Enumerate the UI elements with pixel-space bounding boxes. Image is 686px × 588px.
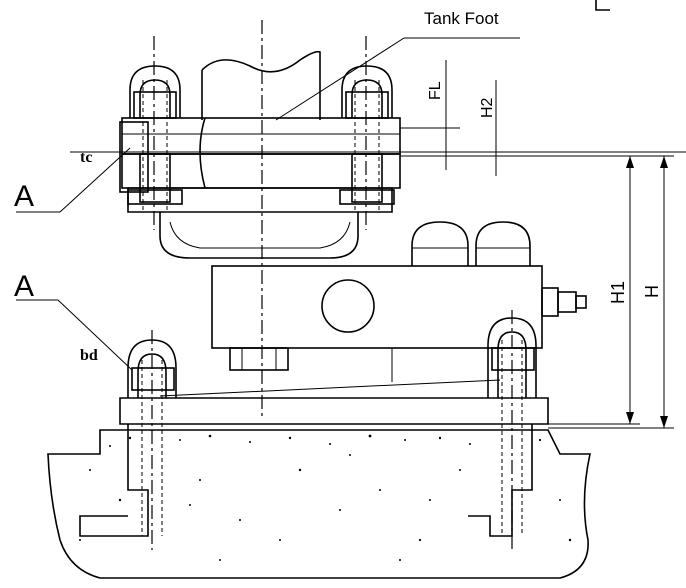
leader-lines <box>16 37 520 371</box>
tank-foot-label: Tank Foot <box>424 9 499 28</box>
lower-left-anchor <box>79 330 177 550</box>
concrete-foundation <box>47 429 591 579</box>
tc-label: tc <box>80 149 92 166</box>
dimension-lines <box>400 60 674 429</box>
section-a-bottom-label: A <box>14 270 34 303</box>
corner-mark <box>595 0 610 11</box>
bd-label: bd <box>80 347 98 364</box>
upper-left-bolt <box>119 36 183 230</box>
h2-label: H2 <box>479 97 496 118</box>
load-cell <box>211 221 587 382</box>
h1-label: H1 <box>608 281 628 304</box>
h-label: H <box>642 285 662 298</box>
fl-label: FL <box>427 81 444 100</box>
upper-right-bolt <box>339 36 395 230</box>
section-a-top-label: A <box>14 180 34 213</box>
base-plate <box>119 379 549 425</box>
concrete-speckle <box>79 434 572 561</box>
tank-foot <box>70 50 686 259</box>
